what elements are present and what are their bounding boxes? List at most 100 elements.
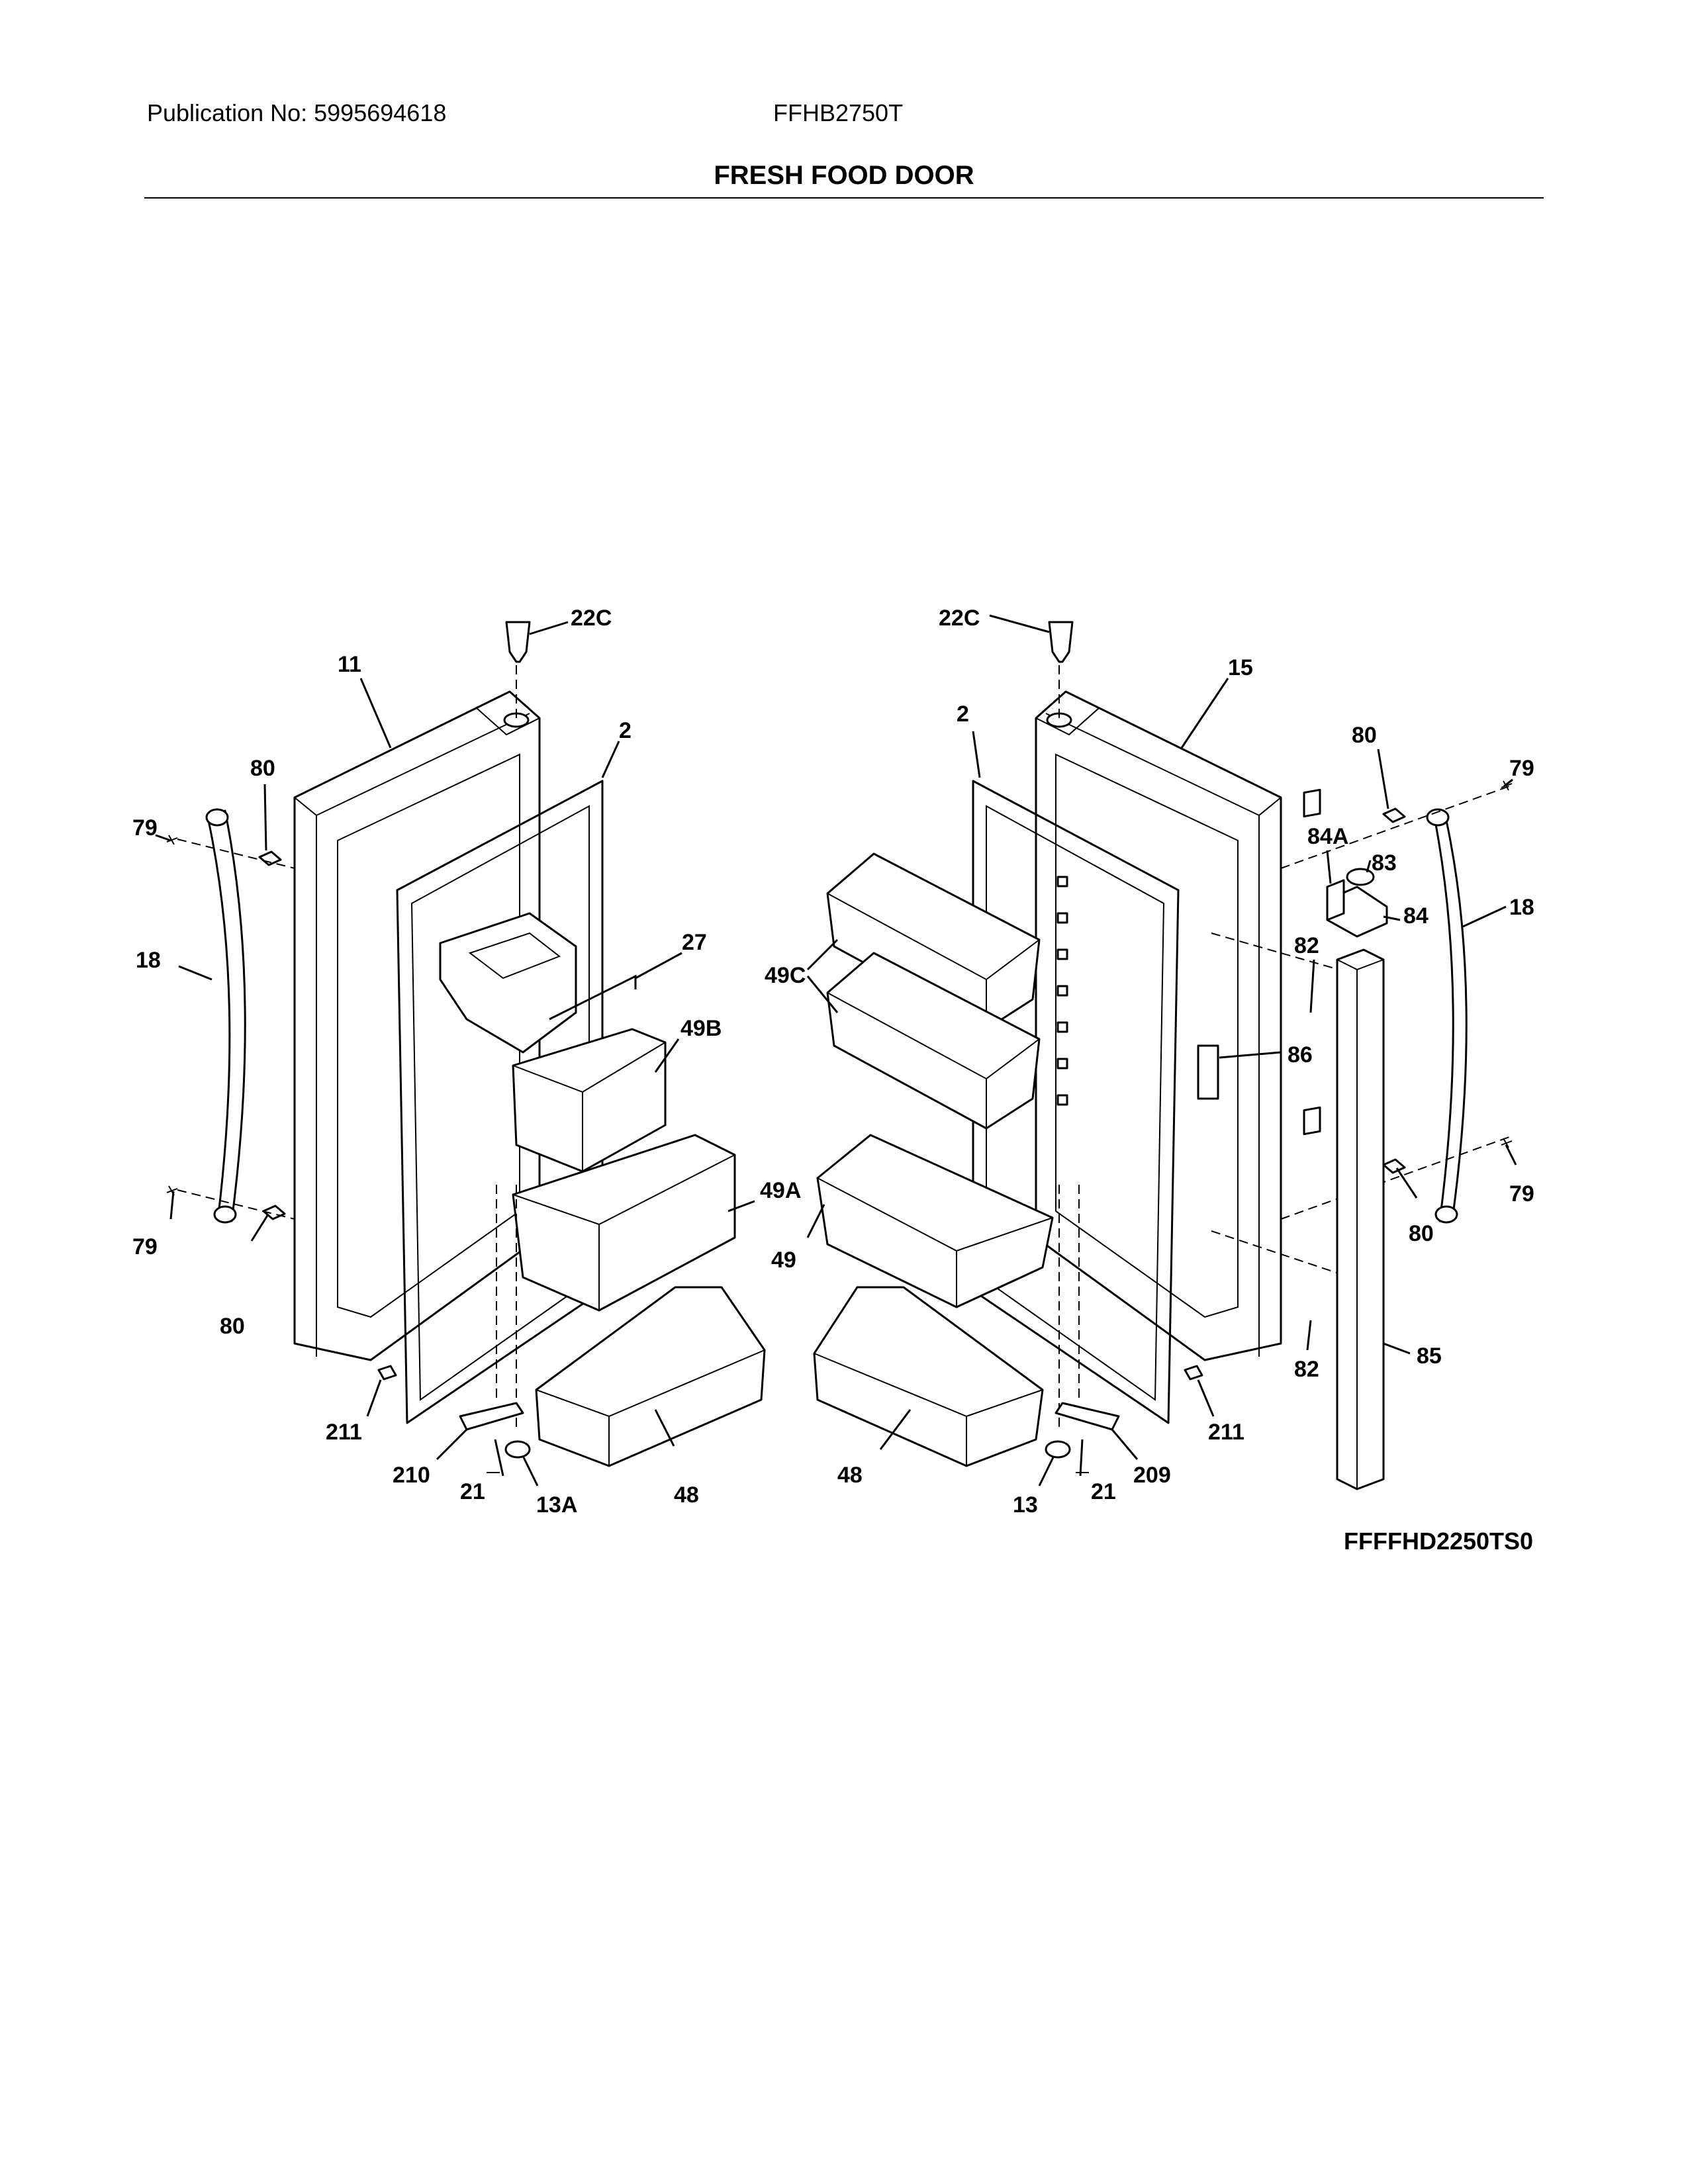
callout-2-right: 2 xyxy=(957,702,969,727)
flipper-guide-82-top xyxy=(1303,788,1321,818)
set-screw-bottom-right xyxy=(1501,1138,1513,1148)
door-bin-49b-rim xyxy=(512,1042,666,1171)
set-screw-bottom-left xyxy=(166,1185,178,1196)
callout-18-left: 18 xyxy=(136,948,161,973)
handle-stud-top-left xyxy=(258,850,282,866)
callout-82-top: 82 xyxy=(1294,933,1319,958)
assembly-line-right-top xyxy=(1280,786,1510,869)
left-door-front-face xyxy=(294,713,530,1357)
assembly-line-flipper-top xyxy=(1211,933,1351,974)
door-bin-48-right-rim xyxy=(814,1353,1043,1466)
right-door-shell xyxy=(1035,690,1282,1361)
callout-79-bottom-left: 79 xyxy=(132,1234,158,1259)
door-stop-left xyxy=(377,1365,397,1381)
callout-80-top-left: 80 xyxy=(250,756,275,781)
callout-83: 83 xyxy=(1372,850,1397,876)
flipper-mullion-edge xyxy=(1336,959,1384,1489)
assembly-line-left-top xyxy=(177,839,295,869)
page-title: FRESH FOOD DOOR xyxy=(714,161,974,190)
callout-49: 49 xyxy=(771,1248,796,1273)
callout-210: 210 xyxy=(393,1463,430,1488)
assembly-line-flipper-bottom xyxy=(1211,1230,1351,1278)
assembly-line-left-bottom-hinge xyxy=(496,1185,517,1430)
bottom-hinge-bracket-left xyxy=(459,1402,524,1431)
callout-27: 27 xyxy=(682,930,707,955)
shelf-stud-column xyxy=(1056,876,1068,1106)
door-bin-49a xyxy=(512,1134,736,1312)
callout-86: 86 xyxy=(1288,1042,1313,1068)
callout-48-left: 48 xyxy=(674,1482,699,1508)
handle-stud-top-right xyxy=(1382,807,1406,823)
left-door-handle xyxy=(207,809,246,1222)
left-door-assembly xyxy=(166,621,766,1473)
door-bin-48-right xyxy=(813,1286,1044,1467)
callout-labels: 22C 22C 11 15 2 2 80 80 80 80 79 79 79 7… xyxy=(132,606,1534,1518)
callout-22c-right: 22C xyxy=(939,606,980,631)
callout-21-left: 21 xyxy=(460,1479,485,1504)
callout-80-bottom-left: 80 xyxy=(220,1314,245,1339)
callout-49c: 49C xyxy=(765,963,806,988)
flipper-hinge-bracket-84a xyxy=(1326,879,1345,921)
leader-lines xyxy=(155,614,1517,1486)
door-alarm-switch-86 xyxy=(1197,1044,1219,1100)
callout-49b: 49B xyxy=(680,1016,722,1041)
door-bin-48-left-rim xyxy=(536,1349,765,1466)
callout-84: 84 xyxy=(1403,903,1429,929)
callout-18-right: 18 xyxy=(1509,895,1534,920)
ice-chute-opening xyxy=(468,932,561,979)
callout-13: 13 xyxy=(1013,1492,1038,1518)
callout-85: 85 xyxy=(1417,1343,1442,1369)
door-bin-49-rim xyxy=(817,1177,1053,1307)
assembly-line-left-bottom xyxy=(177,1189,295,1220)
right-door-front-face xyxy=(1045,713,1282,1357)
assembly-line-right-bottom-hinge xyxy=(1058,1185,1080,1430)
callout-82-bottom: 82 xyxy=(1294,1357,1319,1382)
handle-cap-bottom-right xyxy=(1434,1205,1458,1224)
callout-15: 15 xyxy=(1228,655,1253,680)
right-door-handle xyxy=(1432,809,1468,1222)
flipper-guide-82-bottom xyxy=(1303,1106,1321,1136)
callout-211-right: 211 xyxy=(1208,1420,1244,1445)
publication-number: Publication No: 5995694618 xyxy=(147,99,447,126)
callout-79-top-right: 79 xyxy=(1509,756,1534,781)
callout-79-top-left: 79 xyxy=(132,815,158,841)
callout-84a: 84A xyxy=(1307,824,1348,849)
door-bin-49 xyxy=(816,1134,1054,1308)
callout-211-left: 211 xyxy=(326,1420,362,1445)
door-bin-49c-middle-rim xyxy=(827,992,1040,1128)
callout-21-right: 21 xyxy=(1091,1479,1116,1504)
hinge-pin-right xyxy=(1048,621,1074,663)
header-rule xyxy=(144,197,1544,199)
model-number: FFHB2750T xyxy=(773,99,904,126)
door-stop-right xyxy=(1184,1365,1203,1381)
callout-22c-left: 22C xyxy=(571,606,612,631)
callout-11: 11 xyxy=(338,652,361,677)
left-door-top-rim xyxy=(475,690,541,736)
callout-80-top-right: 80 xyxy=(1352,723,1377,748)
callout-79-bottom-right: 79 xyxy=(1509,1181,1534,1206)
figure-id: FFFFHD2250TS0 xyxy=(1344,1527,1534,1555)
callout-13a: 13A xyxy=(536,1492,577,1518)
callout-49a: 49A xyxy=(760,1178,801,1203)
callout-48-right: 48 xyxy=(837,1463,863,1488)
handle-stud-bottom-right xyxy=(1382,1158,1406,1174)
callout-80-bottom-right: 80 xyxy=(1409,1221,1434,1246)
callout-209: 209 xyxy=(1133,1463,1171,1488)
hinge-bushing-13a xyxy=(504,1440,531,1459)
hinge-bushing-13 xyxy=(1045,1440,1071,1459)
hinge-pin-left xyxy=(505,621,531,663)
water-tube-27 xyxy=(549,974,637,1021)
set-screw-top-left xyxy=(166,835,178,845)
handle-cap-bottom-left xyxy=(213,1205,237,1224)
flipper-spring-83 xyxy=(1346,868,1375,886)
ice-chute-housing xyxy=(439,912,577,1054)
right-door-assembly xyxy=(813,621,1513,1490)
right-door-inner-liner xyxy=(1055,753,1239,1318)
flipper-mullion xyxy=(1336,948,1385,1490)
bottom-hinge-bracket-right xyxy=(1055,1402,1120,1431)
assembly-line-right-bottom xyxy=(1280,1136,1510,1220)
left-door-inner-liner xyxy=(337,753,520,1318)
door-bin-48-left xyxy=(535,1286,766,1467)
door-bin-49a-rim xyxy=(512,1154,735,1310)
